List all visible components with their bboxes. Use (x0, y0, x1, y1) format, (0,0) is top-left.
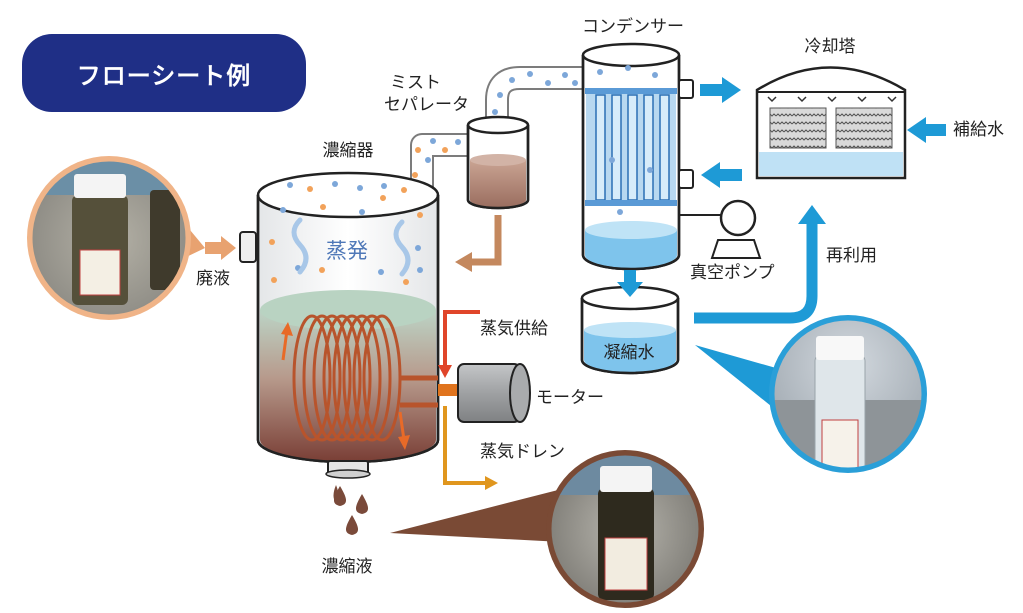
reuse-arrow (694, 205, 826, 324)
mist-separator-label-line1: ミスト (390, 73, 441, 93)
condenser (581, 42, 694, 271)
vapor-particles (269, 181, 423, 285)
motor-label: モーター (536, 388, 604, 408)
pipe-particles (412, 71, 578, 178)
makeup-water-arrow (907, 117, 946, 143)
mist-separator-label-line2: セパレータ (384, 95, 469, 115)
condenser-to-tower-arrow (700, 77, 741, 103)
makeup-water-label: 補給水 (953, 120, 1004, 140)
condensate-photo (769, 315, 927, 473)
mist-separator (466, 115, 530, 210)
steam-supply-label: 蒸気供給 (480, 319, 548, 339)
evaporation-label: 蒸発 (326, 239, 368, 263)
steam-drain-arrow (443, 406, 498, 490)
vapor-pipe (410, 66, 582, 190)
waste-inlet-arrow (205, 236, 236, 260)
title-badge: フローシート例 (22, 34, 306, 112)
concentrate-photo (546, 450, 704, 608)
callout-condensate (695, 345, 790, 410)
circulation-arrows (281, 322, 410, 450)
concentrator-tank (239, 171, 440, 479)
callout-concentrate (390, 490, 562, 542)
steam-wave-icons (291, 217, 411, 277)
reuse-label: 再利用 (826, 246, 877, 266)
concentrator-label: 濃縮器 (322, 141, 374, 161)
concentrate-drops (333, 485, 369, 535)
condensate-label: 凝縮水 (603, 343, 655, 363)
vacuum-pump (679, 199, 762, 259)
waste-liquid-photo (27, 156, 191, 320)
page-title: フローシート例 (76, 61, 252, 90)
waste-liquid-label: 廃液 (196, 269, 230, 289)
motor (438, 363, 531, 423)
cooling-tower (755, 66, 907, 180)
return-arrow (455, 215, 502, 272)
concentrate-label: 濃縮液 (321, 557, 373, 577)
cooling-tower-label: 冷却塔 (804, 37, 856, 57)
tower-to-condenser-arrow (701, 162, 742, 188)
condensate-down-arrow (617, 270, 643, 297)
steam-drain-label: 蒸気ドレン (480, 442, 565, 462)
condensate-tank (580, 285, 680, 375)
heating-coil (292, 314, 438, 442)
condenser-label: コンデンサー (582, 17, 684, 37)
vacuum-pump-label: 真空ポンプ (690, 263, 775, 283)
steam-supply-arrow (438, 310, 480, 378)
